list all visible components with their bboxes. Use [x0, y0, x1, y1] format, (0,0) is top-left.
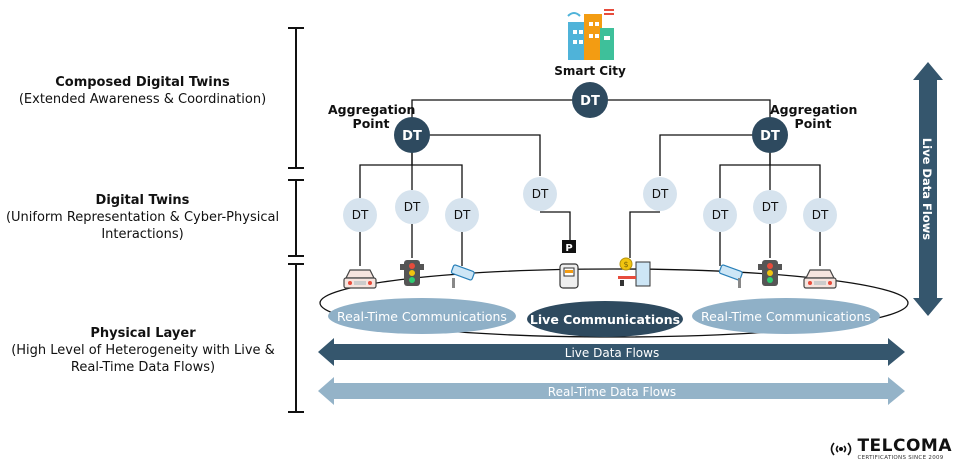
logo-tagline: CERTIFICATIONS SINCE 2009 — [857, 455, 944, 461]
physical-layer-title: Physical Layer — [90, 326, 196, 341]
rt-comm-right: Real-Time Communications — [692, 298, 880, 334]
digital-layer-title: Digital Twins — [95, 193, 190, 208]
digital-layer-label: Digital Twins (Uniform Representation & … — [0, 192, 285, 243]
live-data-flows-arrow: Live Data Flows — [318, 338, 905, 366]
dt-node-agg-left-label: DT — [402, 129, 422, 144]
realtime-data-flows-label: Real-Time Data Flows — [548, 385, 676, 399]
layer-brackets — [288, 27, 304, 413]
dt-node-city: DT — [572, 82, 608, 118]
telcoma-logo: TELCOMA CERTIFICATIONS SINCE 2009 — [828, 436, 952, 461]
dt-label: DT — [712, 208, 729, 222]
digital-layer-subtitle: (Uniform Representation & Cyber-Physical… — [5, 210, 280, 242]
composed-layer-label: Composed Digital Twins (Extended Awarene… — [0, 74, 285, 108]
dt-label: DT — [812, 208, 829, 222]
dt-node-light-right: DT — [753, 190, 787, 224]
vertical-live-data-flows-arrow: Live Data Flows — [913, 62, 943, 316]
dt-node-light-left: DT — [395, 190, 429, 224]
logo-name: TELCOMA — [857, 436, 952, 456]
dt-label: DT — [652, 187, 669, 201]
aggregation-left-label: Aggregation Point — [328, 102, 416, 131]
dt-node-camera-left: DT — [445, 198, 479, 232]
dt-node-city-label: DT — [580, 94, 600, 109]
car-icon — [343, 269, 377, 289]
dt-label: DT — [352, 208, 369, 222]
live-data-flows-label: Live Data Flows — [565, 346, 659, 360]
camera-icon — [450, 264, 475, 288]
dt-label: DT — [454, 208, 471, 222]
toll-gate-icon: $ — [618, 257, 651, 287]
rt-comm-right-label: Real-Time Communications — [701, 309, 871, 324]
dt-node-agg-right-label: DT — [760, 129, 780, 144]
aggregation-right-label: Aggregation Point — [770, 102, 858, 131]
dt-node-agg-right: DT — [752, 117, 788, 153]
dt-node-toll: DT — [643, 177, 677, 211]
dt-node-parking: DT — [523, 177, 557, 211]
physical-layer-label: Physical Layer (High Level of Heterogene… — [8, 325, 278, 376]
dt-label: DT — [532, 187, 549, 201]
traffic-light-icon-right — [758, 260, 782, 286]
smart-city-label: Smart City — [554, 64, 626, 78]
rt-comm-left-label: Real-Time Communications — [337, 309, 507, 324]
traffic-light-icon — [400, 260, 424, 286]
parking-meter-icon: P — [559, 240, 579, 289]
dt-label: DT — [762, 200, 779, 214]
dt-label: DT — [404, 200, 421, 214]
live-comm-center-label: Live Communications — [530, 312, 680, 327]
signal-icon — [831, 441, 852, 456]
physical-layer-subtitle: (High Level of Heterogeneity with Live &… — [11, 343, 275, 375]
smart-city-icon — [567, 9, 614, 60]
vertical-flows-label: Live Data Flows — [920, 138, 934, 240]
live-comm-center: Live Communications — [527, 301, 683, 337]
car-icon-right — [803, 269, 837, 289]
composed-layer-title: Composed Digital Twins — [55, 75, 230, 90]
realtime-data-flows-arrow: Real-Time Data Flows — [318, 377, 905, 405]
svg-text:P: P — [565, 243, 572, 254]
dt-node-camera-right: DT — [703, 198, 737, 232]
tree-connectors — [359, 86, 821, 266]
rt-comm-left: Real-Time Communications — [328, 298, 516, 334]
dt-node-car-right: DT — [803, 198, 837, 232]
composed-layer-subtitle: (Extended Awareness & Coordination) — [18, 92, 267, 107]
dt-node-agg-left: DT — [394, 117, 430, 153]
dt-node-car-left: DT — [343, 198, 377, 232]
svg-text:$: $ — [623, 260, 628, 269]
camera-icon-right — [718, 264, 743, 288]
